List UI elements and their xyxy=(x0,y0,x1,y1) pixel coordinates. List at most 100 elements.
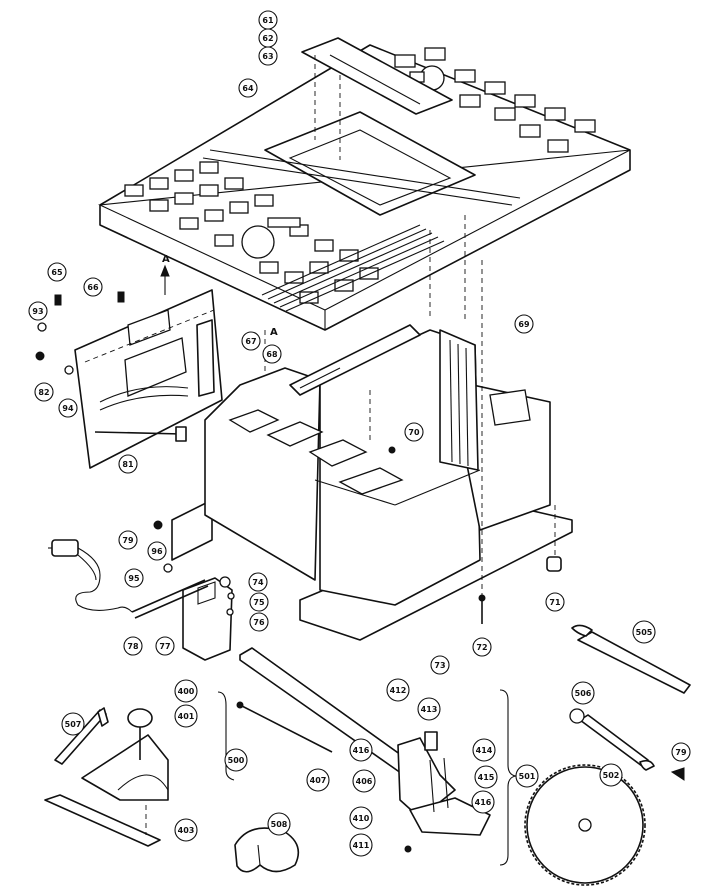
callout-c415: 415 xyxy=(474,765,498,789)
callout-label: 403 xyxy=(178,826,195,835)
callout-label: 77 xyxy=(159,642,170,651)
table-top-right-cells xyxy=(394,47,596,153)
callout-layer: 6162636465666768697071727374757677787979… xyxy=(28,10,691,857)
callout-circle xyxy=(28,301,48,321)
callout-c70: 70 xyxy=(404,422,424,442)
callout-c401: 401 xyxy=(174,704,198,728)
callout-label: 71 xyxy=(549,598,561,607)
callout-circle xyxy=(83,277,103,297)
callout-c411: 411 xyxy=(349,833,373,857)
callout-c69: 69 xyxy=(514,314,534,334)
callout-circle xyxy=(417,697,441,721)
callout-circle xyxy=(174,818,198,842)
callout-label: 406 xyxy=(356,777,373,786)
callout-label: 407 xyxy=(310,776,327,785)
callout-c416b: 416 xyxy=(349,738,373,762)
callout-circle xyxy=(352,769,376,793)
callout-label: 79 xyxy=(675,748,687,757)
callout-circle xyxy=(472,637,492,657)
callout-circle xyxy=(474,765,498,789)
callout-label: 72 xyxy=(476,643,487,652)
callout-label: 502 xyxy=(603,771,620,780)
callout-c412: 412 xyxy=(386,678,410,702)
callout-label: 63 xyxy=(262,52,273,61)
callout-c81: 81 xyxy=(118,454,138,474)
callout-c500: 500 xyxy=(224,748,248,772)
callout-label: 500 xyxy=(228,756,245,765)
callout-c66: 66 xyxy=(83,277,103,297)
callout-label: 65 xyxy=(51,268,63,277)
combination-wrench xyxy=(569,708,655,771)
callout-circle xyxy=(124,568,144,588)
callout-label: 416 xyxy=(353,746,370,755)
callout-circle xyxy=(248,572,268,592)
callout-circle xyxy=(545,592,565,612)
callout-label: 70 xyxy=(408,428,420,437)
section-a-lower: A xyxy=(270,327,278,338)
safety-goggles xyxy=(234,827,300,873)
callout-circle xyxy=(241,331,261,351)
callout-c79a: 79 xyxy=(118,530,138,550)
callout-label: 414 xyxy=(476,746,493,755)
callout-c414: 414 xyxy=(472,738,496,762)
callout-label: 78 xyxy=(127,642,139,651)
section-a-upper: A xyxy=(162,254,170,265)
callout-circle xyxy=(238,78,258,98)
callout-circle xyxy=(61,712,85,736)
callout-circle xyxy=(262,344,282,364)
callout-label: 413 xyxy=(421,705,438,714)
callout-c64: 64 xyxy=(238,78,258,98)
callout-circle xyxy=(386,678,410,702)
callout-label: 74 xyxy=(252,578,264,587)
callout-circle xyxy=(571,681,595,705)
callout-label: 508 xyxy=(271,820,288,829)
callout-label: 82 xyxy=(38,388,49,397)
callout-label: 412 xyxy=(390,686,407,695)
callout-circle xyxy=(430,655,450,675)
callout-label: 76 xyxy=(253,618,265,627)
callout-c93: 93 xyxy=(28,301,48,321)
callout-circle xyxy=(671,742,691,762)
callout-circle xyxy=(123,636,143,656)
table-top xyxy=(97,37,631,331)
callout-label: 68 xyxy=(266,350,278,359)
callout-c71: 71 xyxy=(545,592,565,612)
callout-circle xyxy=(349,738,373,762)
callout-circle xyxy=(306,768,330,792)
callout-c508: 508 xyxy=(267,812,291,836)
callout-label: 415 xyxy=(478,773,495,782)
callout-c79b: 79 xyxy=(671,742,691,762)
callout-label: 75 xyxy=(253,598,265,607)
table-top-left-cells xyxy=(124,161,379,304)
callout-circle xyxy=(155,636,175,656)
callout-label: 61 xyxy=(262,16,274,25)
callout-circle xyxy=(515,764,539,788)
callout-c403: 403 xyxy=(174,818,198,842)
callout-label: 67 xyxy=(245,337,256,346)
switch-assembly xyxy=(48,520,235,661)
callout-circle xyxy=(249,612,269,632)
callout-c72: 72 xyxy=(472,637,492,657)
callout-circle xyxy=(514,314,534,334)
callout-circle xyxy=(249,592,269,612)
saw-blade xyxy=(524,764,646,886)
callout-label: 66 xyxy=(87,283,99,292)
callout-c407: 407 xyxy=(306,768,330,792)
screw-79-detail xyxy=(670,767,685,781)
callout-label: 411 xyxy=(353,841,370,850)
callout-circle xyxy=(47,262,67,282)
callout-c76: 76 xyxy=(249,612,269,632)
callout-c505: 505 xyxy=(632,620,656,644)
callout-circle xyxy=(472,738,496,762)
side-panel: A A xyxy=(74,254,278,469)
callout-c74: 74 xyxy=(248,572,268,592)
callout-circle xyxy=(258,46,278,66)
callout-label: 410 xyxy=(353,814,370,823)
callout-label: 96 xyxy=(151,547,163,556)
callout-c75: 75 xyxy=(249,592,269,612)
callout-c68: 68 xyxy=(262,344,282,364)
table-top-ribs xyxy=(261,224,445,312)
callout-label: 64 xyxy=(242,84,254,93)
callout-label: 501 xyxy=(519,772,536,781)
callout-c65: 65 xyxy=(47,262,67,282)
